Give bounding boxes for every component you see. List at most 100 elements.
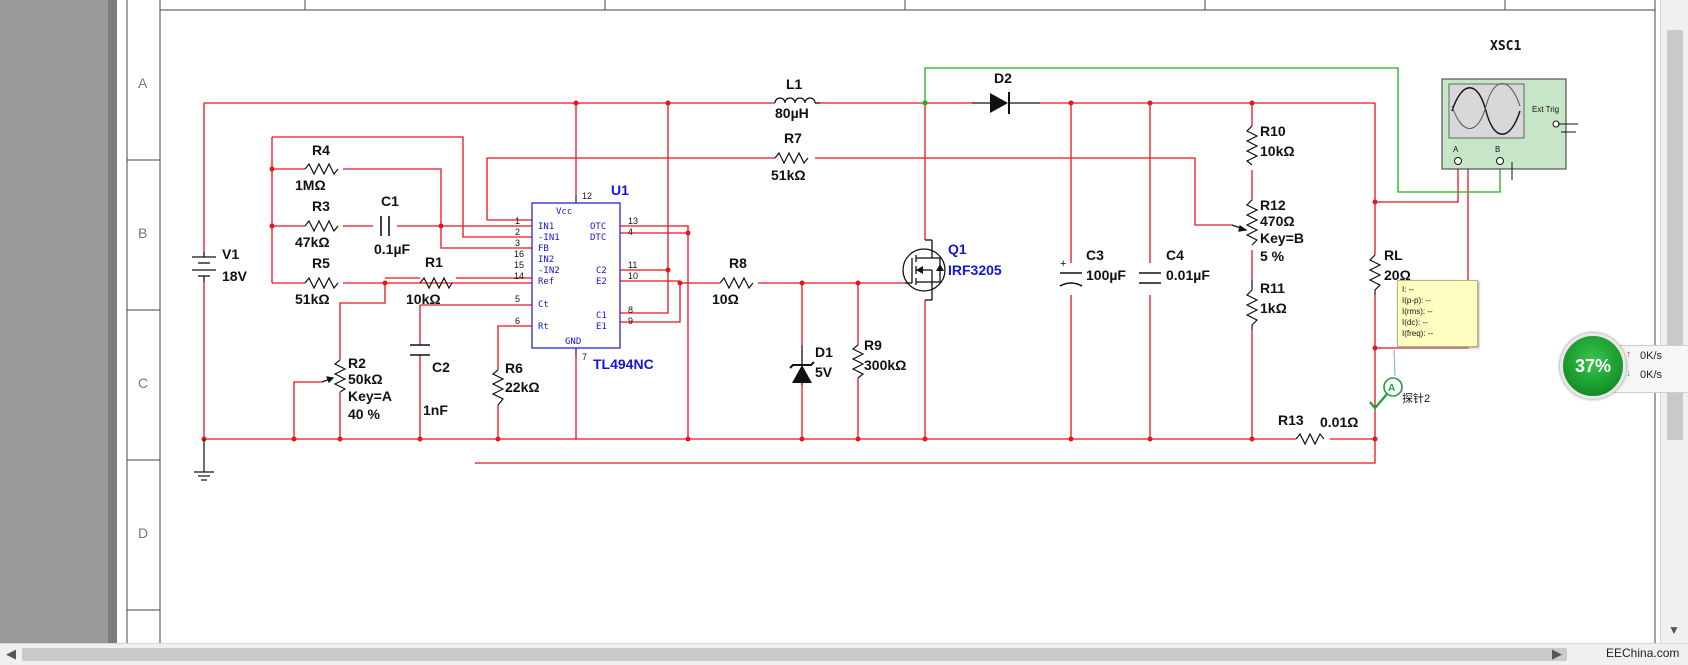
- horizontal-scrollbar[interactable]: ◀ ▶: [0, 643, 1688, 665]
- scroll-right-icon[interactable]: ▶: [1552, 646, 1562, 661]
- xsc1-ref: XSC1: [1490, 39, 1521, 54]
- r7-value: 51kΩ: [771, 167, 806, 183]
- resistor-r5-icon[interactable]: [304, 276, 339, 290]
- svg-text:5: 5: [515, 294, 520, 304]
- row-label-c: C: [138, 375, 148, 391]
- wires[interactable]: [203, 102, 1469, 464]
- horizontal-scroll-thumb[interactable]: [22, 648, 1567, 661]
- diode-d2-icon[interactable]: [972, 92, 1040, 114]
- ground-icon[interactable]: [194, 439, 214, 481]
- mosfet-q1-icon[interactable]: [902, 239, 946, 301]
- resistor-r2-icon[interactable]: [333, 359, 347, 393]
- r2-value: 50kΩ: [348, 371, 383, 387]
- battery-icon[interactable]: [192, 252, 216, 282]
- row-label-d: D: [138, 525, 148, 541]
- capacitor-c3-icon[interactable]: [1059, 272, 1083, 287]
- workspace-margin: [0, 0, 117, 643]
- resistor-rl-icon[interactable]: [1368, 254, 1382, 295]
- resistor-r4-icon[interactable]: [304, 162, 339, 176]
- memory-percent-badge[interactable]: 37%: [1560, 333, 1626, 399]
- schematic-canvas[interactable]: A B C D: [0, 0, 1688, 643]
- resistor-r9-icon[interactable]: [851, 344, 865, 379]
- r10-ref: R10: [1260, 123, 1286, 139]
- r11-ref: R11: [1260, 280, 1285, 296]
- inductor-l1-icon[interactable]: [774, 97, 816, 104]
- resistor-r1-icon[interactable]: [419, 276, 453, 290]
- svg-text:8: 8: [628, 305, 633, 315]
- c2-value: 1nF: [423, 402, 448, 418]
- probe-line-i: I: --: [1402, 285, 1414, 294]
- u1-pin-nin2: -IN2: [538, 266, 560, 276]
- r6-value: 22kΩ: [505, 379, 540, 395]
- resistor-r13-icon[interactable]: [1295, 432, 1325, 446]
- svg-text:4: 4: [628, 227, 633, 237]
- capacitor-c4-icon[interactable]: [1139, 272, 1161, 284]
- u1-pin-in1: IN1: [538, 222, 554, 232]
- upload-rate: 0K/s: [1640, 350, 1663, 362]
- probe-icon[interactable]: A: [1369, 349, 1403, 410]
- svg-text:11: 11: [628, 260, 637, 270]
- r4-value: 1MΩ: [295, 177, 326, 193]
- r13-ref: R13: [1278, 412, 1304, 428]
- resistor-r6-icon[interactable]: [491, 369, 505, 406]
- svg-text:16: 16: [514, 249, 524, 259]
- zener-d1-icon[interactable]: [789, 345, 815, 385]
- r3-value: 47kΩ: [295, 234, 330, 250]
- probe-label: 探针2: [1402, 391, 1430, 405]
- row-label-a: A: [138, 75, 148, 91]
- resistor-r8-icon[interactable]: [719, 276, 754, 290]
- vertical-scroll-thumb[interactable]: [1667, 30, 1683, 440]
- download-arrow-icon: ↓: [1626, 368, 1631, 379]
- u1-pin-nin1: -IN1: [538, 233, 560, 243]
- vertical-scrollbar[interactable]: ▼: [1660, 0, 1688, 643]
- xsc1-channel-a: A: [1453, 145, 1459, 154]
- u1-gnd-label: GND: [565, 337, 581, 347]
- resistor-r7-icon[interactable]: [774, 151, 809, 165]
- resistor-r10-icon[interactable]: [1245, 125, 1259, 166]
- probe-line-ifreq: I(freq): --: [1402, 329, 1434, 338]
- r9-ref: R9: [864, 337, 882, 353]
- svg-text:13: 13: [628, 216, 638, 226]
- c3-polarity: +: [1060, 258, 1066, 270]
- rl-value: 20Ω: [1384, 267, 1411, 283]
- svg-text:10: 10: [628, 271, 638, 281]
- resistor-r12-icon[interactable]: [1245, 199, 1259, 246]
- r8-value: 10Ω: [712, 291, 739, 307]
- svg-text:15: 15: [514, 260, 524, 270]
- r13-value: 0.01Ω: [1320, 414, 1358, 430]
- upload-arrow-icon: ↑: [1626, 349, 1631, 360]
- c3-value: 100µF: [1086, 267, 1126, 283]
- v1-ref: V1: [222, 246, 239, 262]
- r8-ref: R8: [729, 255, 747, 271]
- capacitor-c1-icon[interactable]: [380, 216, 390, 236]
- capacitor-c2-icon[interactable]: [410, 344, 430, 356]
- u1-vcc-label: Vcc: [556, 207, 572, 217]
- c1-ref: C1: [381, 193, 399, 209]
- scroll-left-icon[interactable]: ◀: [6, 646, 16, 661]
- svg-text:3: 3: [515, 238, 520, 248]
- r3-ref: R3: [312, 198, 330, 214]
- r12-ref: R12: [1260, 197, 1286, 213]
- c4-ref: C4: [1166, 247, 1184, 263]
- r6-ref: R6: [505, 360, 523, 376]
- d2-ref: D2: [994, 70, 1012, 86]
- scope-wire-b[interactable]: [924, 67, 1501, 193]
- svg-text:2: 2: [515, 227, 520, 237]
- v1-value: 18V: [222, 268, 248, 284]
- r2-ref: R2: [348, 355, 366, 371]
- resistor-r3-icon[interactable]: [304, 219, 339, 233]
- u1-pin-ct: Ct: [538, 300, 549, 310]
- resistor-r11-icon[interactable]: [1245, 280, 1259, 330]
- xsc1-ext-trig: Ext Trig: [1532, 105, 1559, 114]
- scroll-down-icon[interactable]: ▼: [1668, 623, 1680, 637]
- u1-right-pins: OTC DTC C2 E2 C1 E1 13 4 11 10 8 9: [590, 216, 638, 332]
- r5-ref: R5: [312, 255, 330, 271]
- rl-ref: RL: [1384, 247, 1403, 263]
- download-rate: 0K/s: [1640, 369, 1663, 381]
- r12-key: Key=B: [1260, 230, 1304, 246]
- probe-line-ipp: I(p-p): --: [1402, 296, 1431, 305]
- r1-value: 10kΩ: [406, 291, 441, 307]
- oscilloscope-icon[interactable]: [1441, 78, 1578, 180]
- r2-pct: 40 %: [348, 406, 380, 422]
- u1-pin-fb: FB: [538, 244, 549, 254]
